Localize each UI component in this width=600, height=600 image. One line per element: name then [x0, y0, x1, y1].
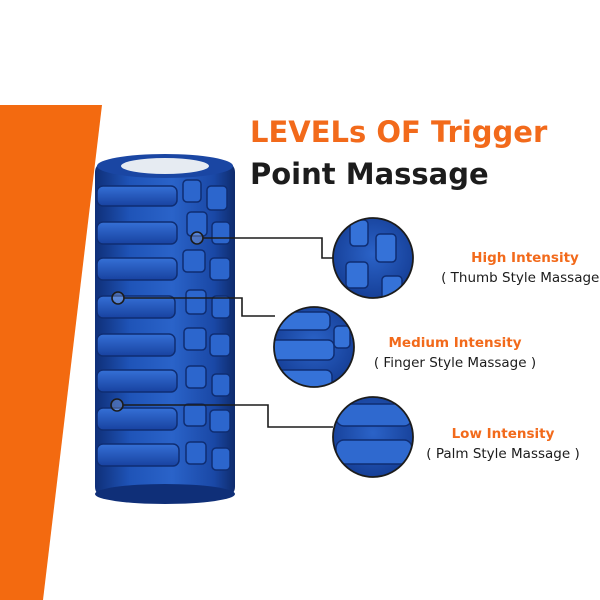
callout-low [110, 398, 333, 428]
page-title: LEVELs OF Trigger Point Massage [250, 114, 547, 193]
title-line-1: LEVELs OF Trigger [250, 115, 548, 149]
zoom-circle-medium [273, 306, 355, 388]
level-description: ( Palm Style Massage ) [426, 446, 580, 462]
level-low-intensity: Low Intensity ( Palm Style Massage ) [388, 426, 600, 462]
level-name: Medium Intensity [388, 335, 522, 351]
callout-medium [111, 291, 275, 317]
level-high-intensity: High Intensity ( Thumb Style Massage ) [410, 250, 600, 286]
zoom-circle-low [332, 396, 414, 478]
level-name: Low Intensity [451, 426, 555, 442]
level-medium-intensity: Medium Intensity ( Finger Style Massage … [340, 335, 570, 371]
zoom-circle-high [332, 217, 414, 299]
level-description: ( Finger Style Massage ) [373, 355, 537, 371]
level-name: High Intensity [471, 250, 579, 266]
roller-ribs [96, 185, 180, 467]
callout-high [190, 231, 333, 259]
title-line-2: Point Massage [250, 157, 489, 192]
level-description: ( Thumb Style Massage ) [441, 270, 600, 286]
